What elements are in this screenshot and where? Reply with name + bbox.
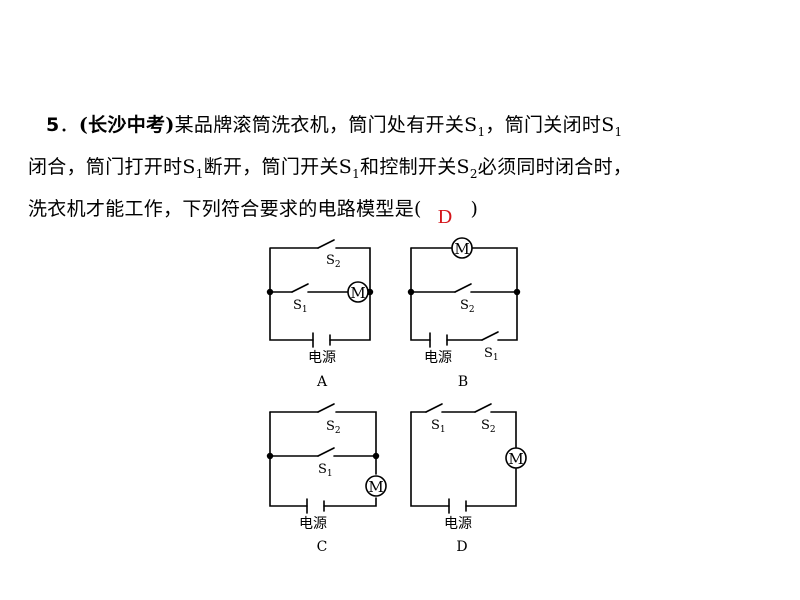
svg-text:C: C — [317, 539, 328, 555]
circuit-d: M S1 S2 电源 D — [410, 403, 527, 555]
question-text: 5．(长沙中考)某品牌滚筒洗衣机，筒门处有开关S1，筒门关闭时S1 闭合，筒门打… — [28, 108, 768, 228]
svg-text:M: M — [454, 240, 469, 258]
question-number: 5 — [46, 114, 60, 136]
switch-label: S2 — [481, 418, 496, 435]
question-line-3: 洗衣机才能工作，下列符合要求的电路模型是(D) — [28, 192, 768, 228]
question-line-1: 5．(长沙中考)某品牌滚筒洗衣机，筒门处有开关S1，筒门关闭时S1 — [28, 108, 768, 150]
switch-label: S1 — [318, 462, 333, 479]
answer-text: D — [437, 205, 453, 228]
question-source: (长沙中考) — [78, 114, 175, 136]
motor-icon — [451, 237, 473, 259]
svg-text:A: A — [316, 374, 328, 390]
motor-icon — [505, 447, 527, 469]
switch-label: S1 — [484, 346, 499, 363]
svg-text:D: D — [456, 539, 467, 555]
circuit-c: M S2 S1 电源 C — [266, 403, 387, 555]
motor-icon — [365, 475, 387, 497]
switch-label: S1 — [293, 298, 308, 315]
svg-text:M: M — [508, 450, 523, 468]
svg-text:B: B — [458, 374, 468, 390]
svg-text:M: M — [350, 284, 365, 302]
circuit-a: M S2 S1 电源 A — [266, 239, 374, 390]
svg-text:电源: 电源 — [308, 350, 336, 366]
switch-label: S2 — [460, 298, 475, 315]
svg-text:电源: 电源 — [424, 350, 452, 366]
question-line-2: 闭合，筒门打开时S1断开，筒门开关S1和控制开关S2必须同时闭合时， — [28, 155, 633, 181]
switch-label: S2 — [326, 253, 341, 270]
svg-text:M: M — [368, 478, 383, 496]
switch-label: S2 — [326, 419, 341, 436]
switch-label: S1 — [431, 418, 446, 435]
svg-text:电源: 电源 — [299, 516, 327, 532]
circuit-b: M S2 S1 电源 B — [407, 237, 521, 390]
motor-icon — [347, 281, 369, 303]
svg-text:电源: 电源 — [444, 516, 472, 532]
